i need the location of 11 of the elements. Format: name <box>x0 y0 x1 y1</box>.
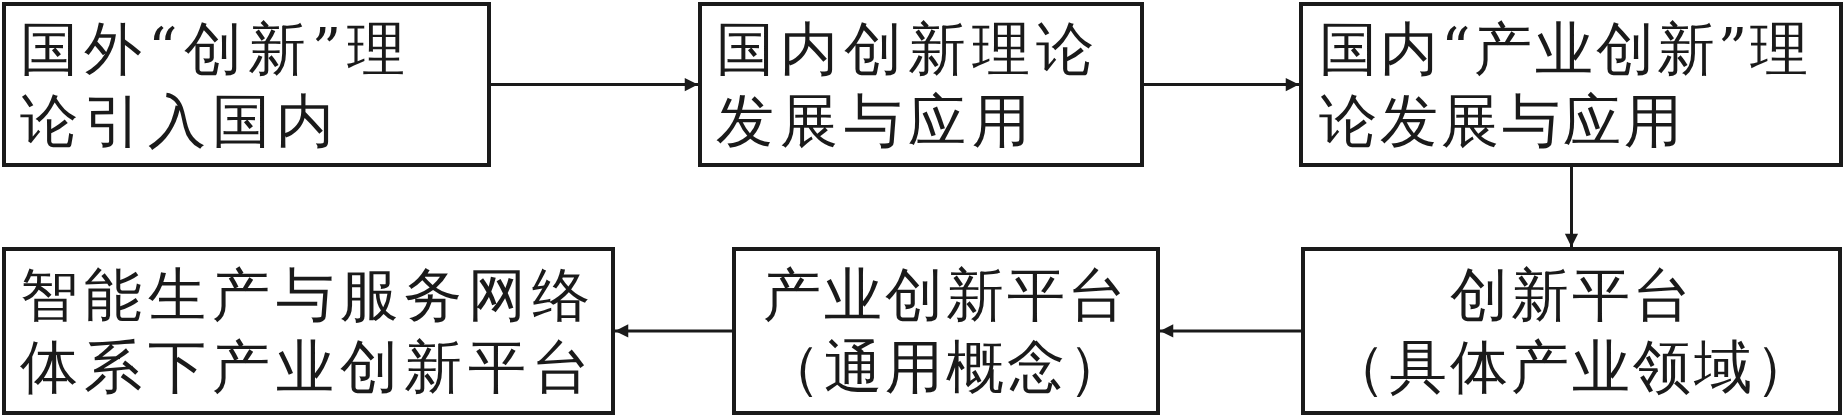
arrow <box>1564 167 1579 247</box>
process-box: 国内创新理论发展与应用 <box>698 2 1144 167</box>
arrow <box>615 324 732 338</box>
process-box: 国内“产业创新”理论发展与应用 <box>1299 2 1843 167</box>
process-box: 智能生产与服务网络体系下产业创新平台 <box>2 247 615 415</box>
arrow <box>1144 77 1299 92</box>
process-box: 国外“创新”理论引入国内 <box>2 2 491 167</box>
process-box: 创新平台（具体产业领域） <box>1301 247 1842 415</box>
arrow <box>491 77 698 92</box>
arrow <box>1160 324 1301 338</box>
process-box: 产业创新平台（通用概念） <box>732 247 1160 415</box>
